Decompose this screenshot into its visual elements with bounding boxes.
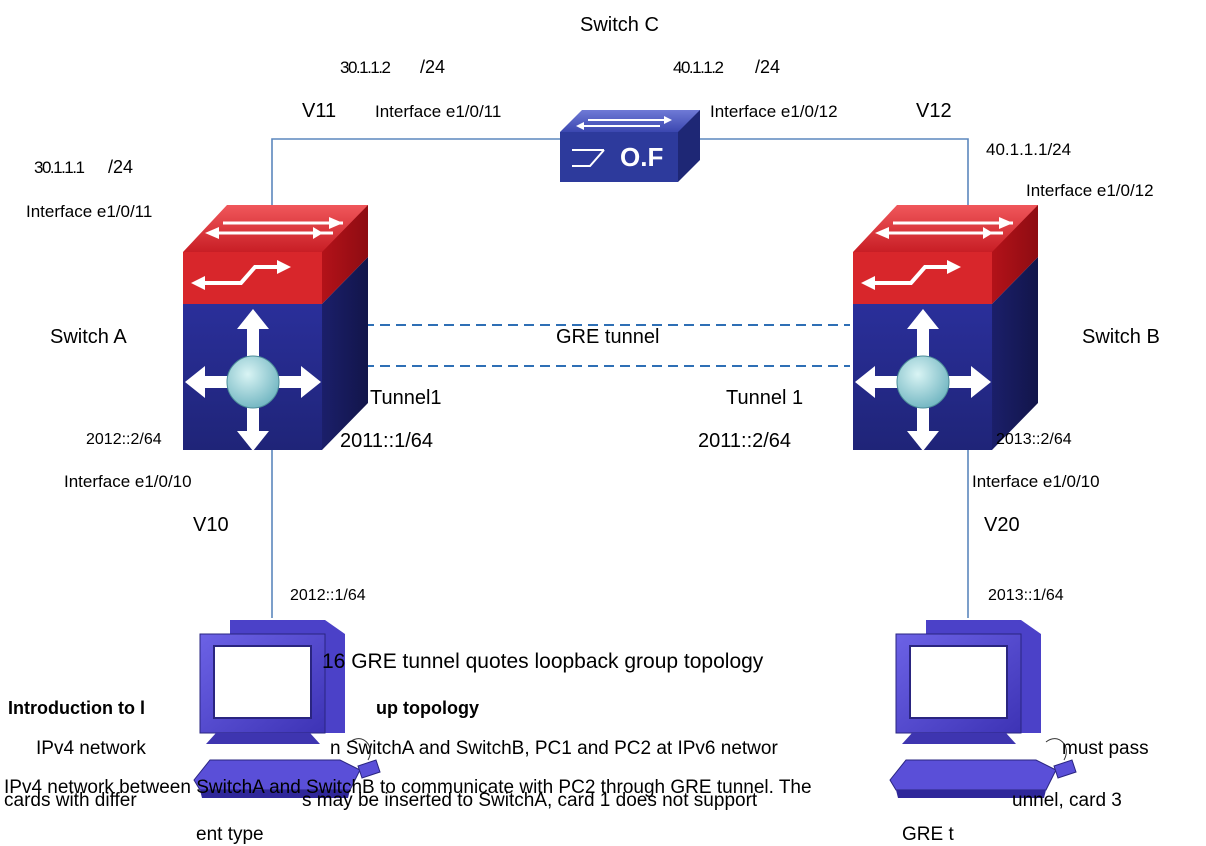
body-line1-b: n SwitchA and SwitchB, PC1 and PC2 at IP… bbox=[330, 738, 778, 759]
switch-a-mask: /24 bbox=[108, 157, 133, 177]
body-line3-c: unnel, card 3 bbox=[1012, 790, 1122, 811]
body-line4-a: ent type bbox=[196, 824, 264, 845]
gre-tunnel-label: GRE tunnel bbox=[556, 326, 659, 348]
switch-b-vlan-up: V12 bbox=[916, 100, 952, 122]
switch-a-tunnel-ip: 2011::1/64 bbox=[340, 430, 433, 452]
switch-a-vlan-down: V10 bbox=[193, 514, 229, 536]
pc2-ipv6: 2013::1/64 bbox=[988, 587, 1064, 604]
body-line1-a: IPv4 network bbox=[36, 738, 146, 759]
switch-a-ip: 30.1.1.1 bbox=[34, 158, 84, 177]
pc2-icon bbox=[889, 619, 1077, 799]
body-line4-b: GRE t bbox=[902, 824, 954, 845]
switch-c-iface-right: Interface e1/0/12 bbox=[710, 102, 838, 121]
switch-a-icon bbox=[181, 203, 370, 453]
body-line3-b: s may be inserted to SwitchA, card 1 doe… bbox=[302, 790, 758, 811]
switch-b-ipv6: 2013::2/64 bbox=[996, 431, 1072, 448]
switch-c-mask-left: /24 bbox=[420, 57, 445, 77]
switch-a-iface-up: Interface e1/0/11 bbox=[26, 202, 152, 221]
body-line2: IPv4 network between SwitchA and SwitchB… bbox=[4, 777, 812, 798]
switch-a-iface-down: Interface e1/0/10 bbox=[64, 472, 192, 491]
switch-c-logo: O.F bbox=[620, 142, 663, 172]
switch-c-iface-left: Interface e1/0/11 bbox=[375, 102, 501, 121]
figure-caption: 16 GRE tunnel quotes loopback group topo… bbox=[322, 650, 764, 673]
switch-c-mask-right: /24 bbox=[755, 57, 780, 77]
links bbox=[271, 138, 969, 618]
switch-a-tunnel-name: Tunnel1 bbox=[370, 387, 442, 409]
link-a-to-c bbox=[271, 138, 560, 208]
switch-b-label: Switch B bbox=[1082, 326, 1160, 348]
switch-b-iface-down: Interface e1/0/10 bbox=[972, 472, 1100, 491]
switch-c-ip-right: 40.1.1.2 bbox=[673, 58, 723, 77]
switch-b-icon bbox=[851, 203, 1040, 453]
link-c-to-b bbox=[694, 138, 969, 208]
body-line1-c: must pass bbox=[1062, 738, 1149, 759]
switch-b-tunnel-ip: 2011::2/64 bbox=[698, 430, 791, 452]
switch-b-iface-up: Interface e1/0/12 bbox=[1026, 181, 1154, 200]
switch-b-ip: 40.1.1.1/24 bbox=[986, 140, 1071, 159]
pc1-icon bbox=[193, 619, 381, 799]
switch-c-ip-left: 30.1.1.2 bbox=[340, 58, 390, 77]
section-heading-tail: up topology bbox=[376, 698, 479, 718]
switch-a-ipv6: 2012::2/64 bbox=[86, 431, 162, 448]
switch-b-vlan-down: V20 bbox=[984, 514, 1020, 536]
section-heading: Introduction to l bbox=[8, 698, 145, 718]
switch-a-label: Switch A bbox=[50, 326, 127, 348]
switch-c-label: Switch C bbox=[580, 14, 659, 36]
switch-b-tunnel-name: Tunnel 1 bbox=[726, 387, 803, 409]
pc1-ipv6: 2012::1/64 bbox=[290, 587, 366, 604]
switch-c-icon: O.F bbox=[560, 110, 700, 182]
body-line3-a: cards with differ bbox=[4, 790, 137, 811]
gre-tunnel-lines bbox=[364, 324, 850, 367]
switch-a-vlan-up: V11 bbox=[302, 100, 336, 122]
